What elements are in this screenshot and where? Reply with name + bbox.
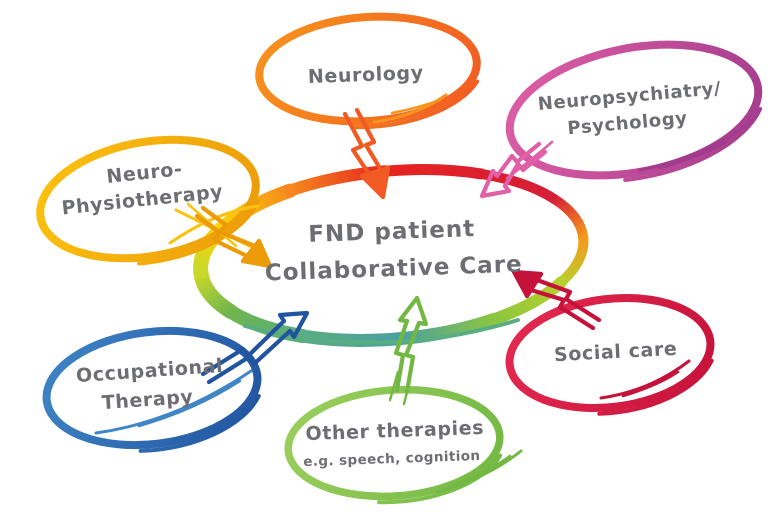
arrow-head — [240, 238, 273, 269]
neurology-tail — [350, 79, 480, 130]
other-therapies-swoosh — [450, 454, 512, 488]
neuropsychiatry-swoosh — [658, 140, 728, 170]
arrow-barbs — [240, 238, 262, 264]
arrow-shaft — [528, 277, 602, 331]
social-care-label: Social care — [553, 338, 677, 366]
other-therapies-ellipse — [284, 385, 504, 505]
neuro-physiotherapy-label-line1: Neuro- — [105, 158, 183, 188]
neuropsychiatry-ellipse — [505, 40, 763, 182]
arrow-shaft — [393, 318, 422, 395]
occupational-therapy-tail — [138, 394, 261, 453]
neuropsychiatry-ring — [505, 40, 763, 180]
arrow-head — [479, 168, 512, 199]
neurology-label: Neurology — [308, 62, 424, 88]
ring-segment — [556, 233, 589, 288]
ring-segment — [379, 164, 487, 180]
arrow-shaft — [200, 318, 293, 385]
other-therapies-swoosh — [435, 449, 523, 494]
occupational-therapy-label-line1: Occupational — [75, 355, 224, 387]
arrow-barbs — [359, 165, 391, 179]
arrow-head — [277, 310, 310, 340]
arrow-shaft — [342, 107, 384, 177]
neurology-swoosh — [372, 93, 448, 124]
neuro-physiotherapy-tail — [137, 198, 261, 266]
other-therapies-label-line1: Other therapies — [305, 417, 484, 445]
arrow-neuro-physiotherapy — [194, 205, 273, 269]
social-care-ellipse — [505, 294, 715, 416]
other-therapies-ring — [284, 385, 504, 501]
neuropsychiatry-label-line1: Neuropsychiatry/ — [537, 78, 722, 115]
arrow-occupational-therapy — [200, 310, 310, 385]
neuropsychiatry-label-line2: Psychology — [567, 108, 689, 139]
occupational-therapy-ring — [42, 326, 262, 450]
arrow-motion-line — [505, 140, 554, 180]
neuropsychiatry-swoosh — [638, 125, 746, 172]
arrow-social-care — [511, 269, 602, 331]
occupational-therapy-swoosh — [94, 369, 253, 435]
occupational-therapy-ellipse — [42, 326, 262, 453]
social-care-swoosh — [621, 370, 680, 398]
neurology-ring — [255, 12, 481, 126]
occupational-therapy-swoosh — [137, 379, 242, 428]
neuro-physiotherapy-ring — [36, 135, 260, 263]
arrow-neuropsychiatry — [479, 140, 554, 199]
arrow-shaft — [194, 205, 258, 259]
ring-segment — [392, 312, 501, 346]
other-therapies-label-line2: e.g. speech, cognition — [303, 448, 481, 470]
center-label-line1: FND patient — [308, 216, 476, 248]
neurology-ellipse — [255, 12, 481, 130]
other-therapies-tail — [377, 453, 503, 505]
center-label-line2: Collaborative Care — [264, 252, 523, 287]
arrow-head — [511, 269, 544, 299]
neuro-physiotherapy-ellipse — [36, 135, 261, 266]
social-care-swoosh — [599, 359, 691, 400]
arrow-barbs — [524, 271, 544, 299]
ring-segment — [548, 193, 589, 244]
ring-underline-swoosh — [243, 318, 520, 345]
social-care-tail — [597, 358, 714, 416]
arrow-neurology — [342, 107, 391, 200]
neuropsychiatry-tail — [623, 106, 763, 182]
social-care-ring — [505, 294, 715, 412]
arrow-head — [397, 295, 429, 327]
arrow-other-therapies — [388, 295, 429, 406]
neurology-swoosh — [390, 98, 442, 115]
arrow-motion-line — [388, 370, 412, 406]
